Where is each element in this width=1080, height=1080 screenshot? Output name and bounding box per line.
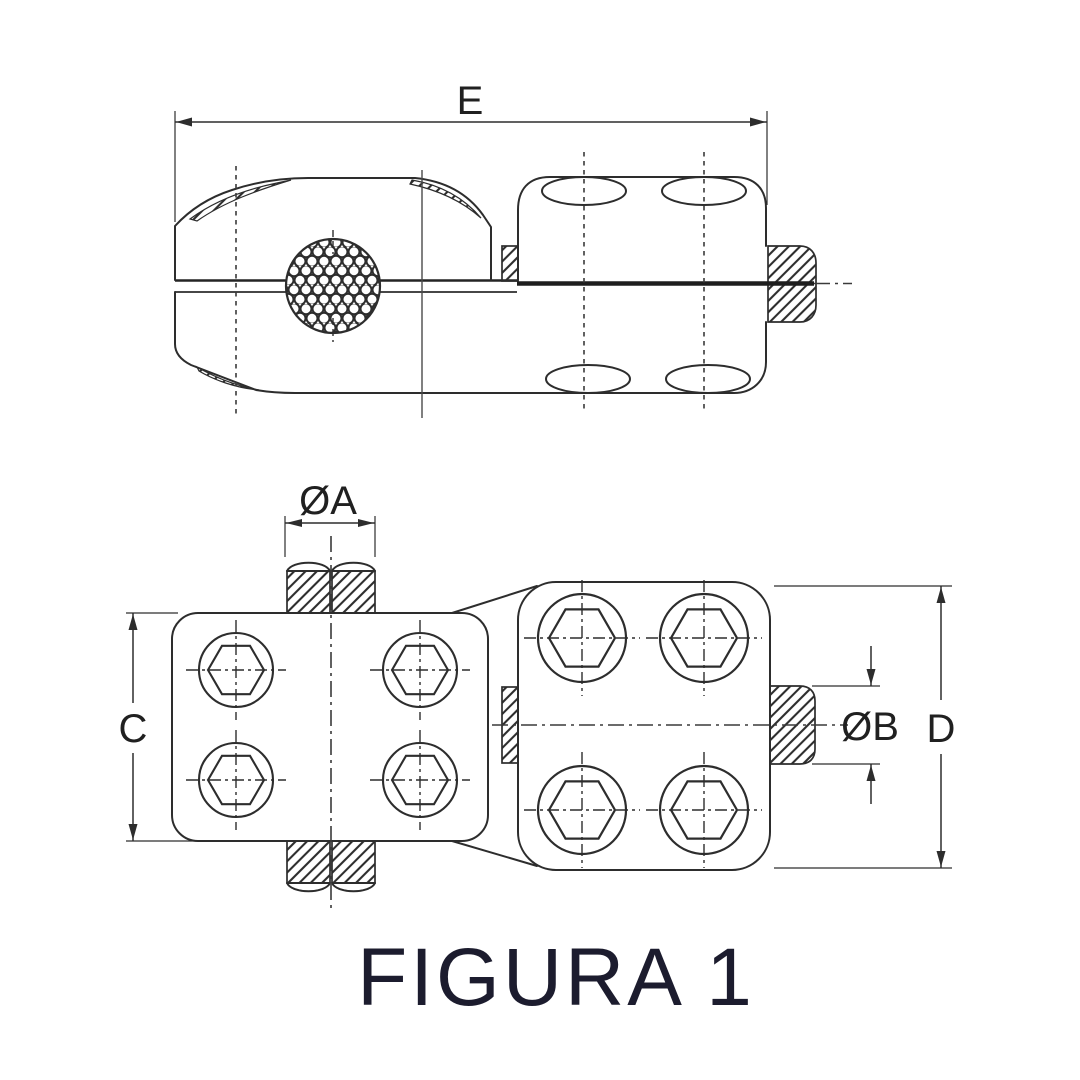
side-view: E xyxy=(174,79,852,418)
dimension-d: D xyxy=(774,585,956,869)
bolt-boss-ellipse xyxy=(665,364,751,394)
arrowhead xyxy=(358,519,374,527)
conductor-cross-section xyxy=(284,230,382,342)
dimension-diameter-b: ØB xyxy=(812,646,899,804)
dimension-c: C xyxy=(119,612,200,842)
dim-label-c: C xyxy=(119,707,148,751)
transition-line-bottom xyxy=(451,840,538,867)
chamfer-hatch-right xyxy=(409,179,482,219)
neck-shim-hatched xyxy=(501,245,519,282)
dim-label-diameter-b: ØB xyxy=(841,705,899,749)
arrowhead xyxy=(936,851,946,867)
transition-line-top xyxy=(451,585,538,614)
conductor-lower-stub xyxy=(286,840,376,893)
plan-view: ØA xyxy=(119,479,956,912)
arrowhead xyxy=(286,519,302,527)
dim-label-e: E xyxy=(457,79,484,123)
right-pad-cap-outline xyxy=(517,176,767,281)
lower-body-outline xyxy=(174,291,767,394)
arrowhead xyxy=(936,587,946,603)
arrowhead xyxy=(176,117,192,127)
arrowhead xyxy=(866,765,876,781)
figure-caption: FIGURA 1 xyxy=(357,932,755,1023)
dim-label-diameter-a: ØA xyxy=(299,479,357,523)
chamfer-hatch-left xyxy=(188,179,292,222)
bolt-boss-ellipse xyxy=(545,364,631,394)
dimension-diameter-a: ØA xyxy=(284,479,376,557)
arrowhead xyxy=(128,614,138,630)
conductor-upper-stub xyxy=(286,561,376,614)
arrowhead xyxy=(866,669,876,685)
dim-label-d: D xyxy=(927,707,956,751)
arrowhead xyxy=(750,117,766,127)
arrowhead xyxy=(128,824,138,840)
dimension-e: E xyxy=(174,79,768,222)
left-clamp-cap-outline xyxy=(174,177,492,281)
chamfer-hatch-bottom-left xyxy=(195,365,260,391)
